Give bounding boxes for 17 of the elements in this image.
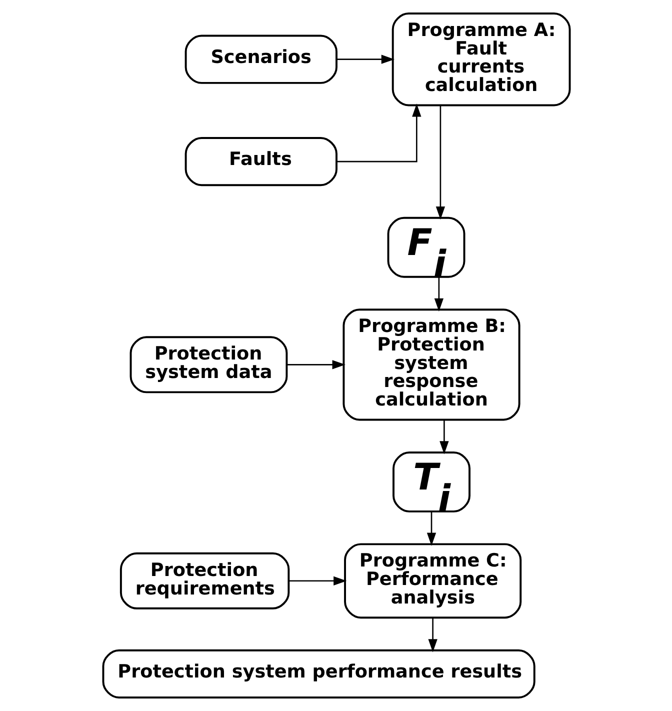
arrow bbox=[434, 276, 444, 312]
node-box: Programme B: Protection system response calculation bbox=[342, 308, 520, 421]
node-box: Protection system data bbox=[129, 336, 288, 394]
arrow bbox=[428, 618, 437, 652]
node-box: Scenarios bbox=[184, 34, 337, 84]
node-box: Faults bbox=[184, 136, 337, 186]
arrow bbox=[435, 105, 445, 220]
arrow bbox=[439, 420, 448, 454]
node-box: Protection requirements bbox=[119, 552, 290, 610]
node-box: Protection system performance results bbox=[102, 649, 535, 698]
node-box: Programme C: Performance analysis bbox=[344, 543, 522, 619]
arrow bbox=[426, 512, 436, 546]
arrow bbox=[288, 576, 346, 586]
arrow bbox=[336, 104, 421, 162]
node-box: Programme A: Fault currents calculation bbox=[391, 12, 570, 106]
arrow bbox=[286, 360, 345, 370]
arrow bbox=[336, 54, 394, 64]
